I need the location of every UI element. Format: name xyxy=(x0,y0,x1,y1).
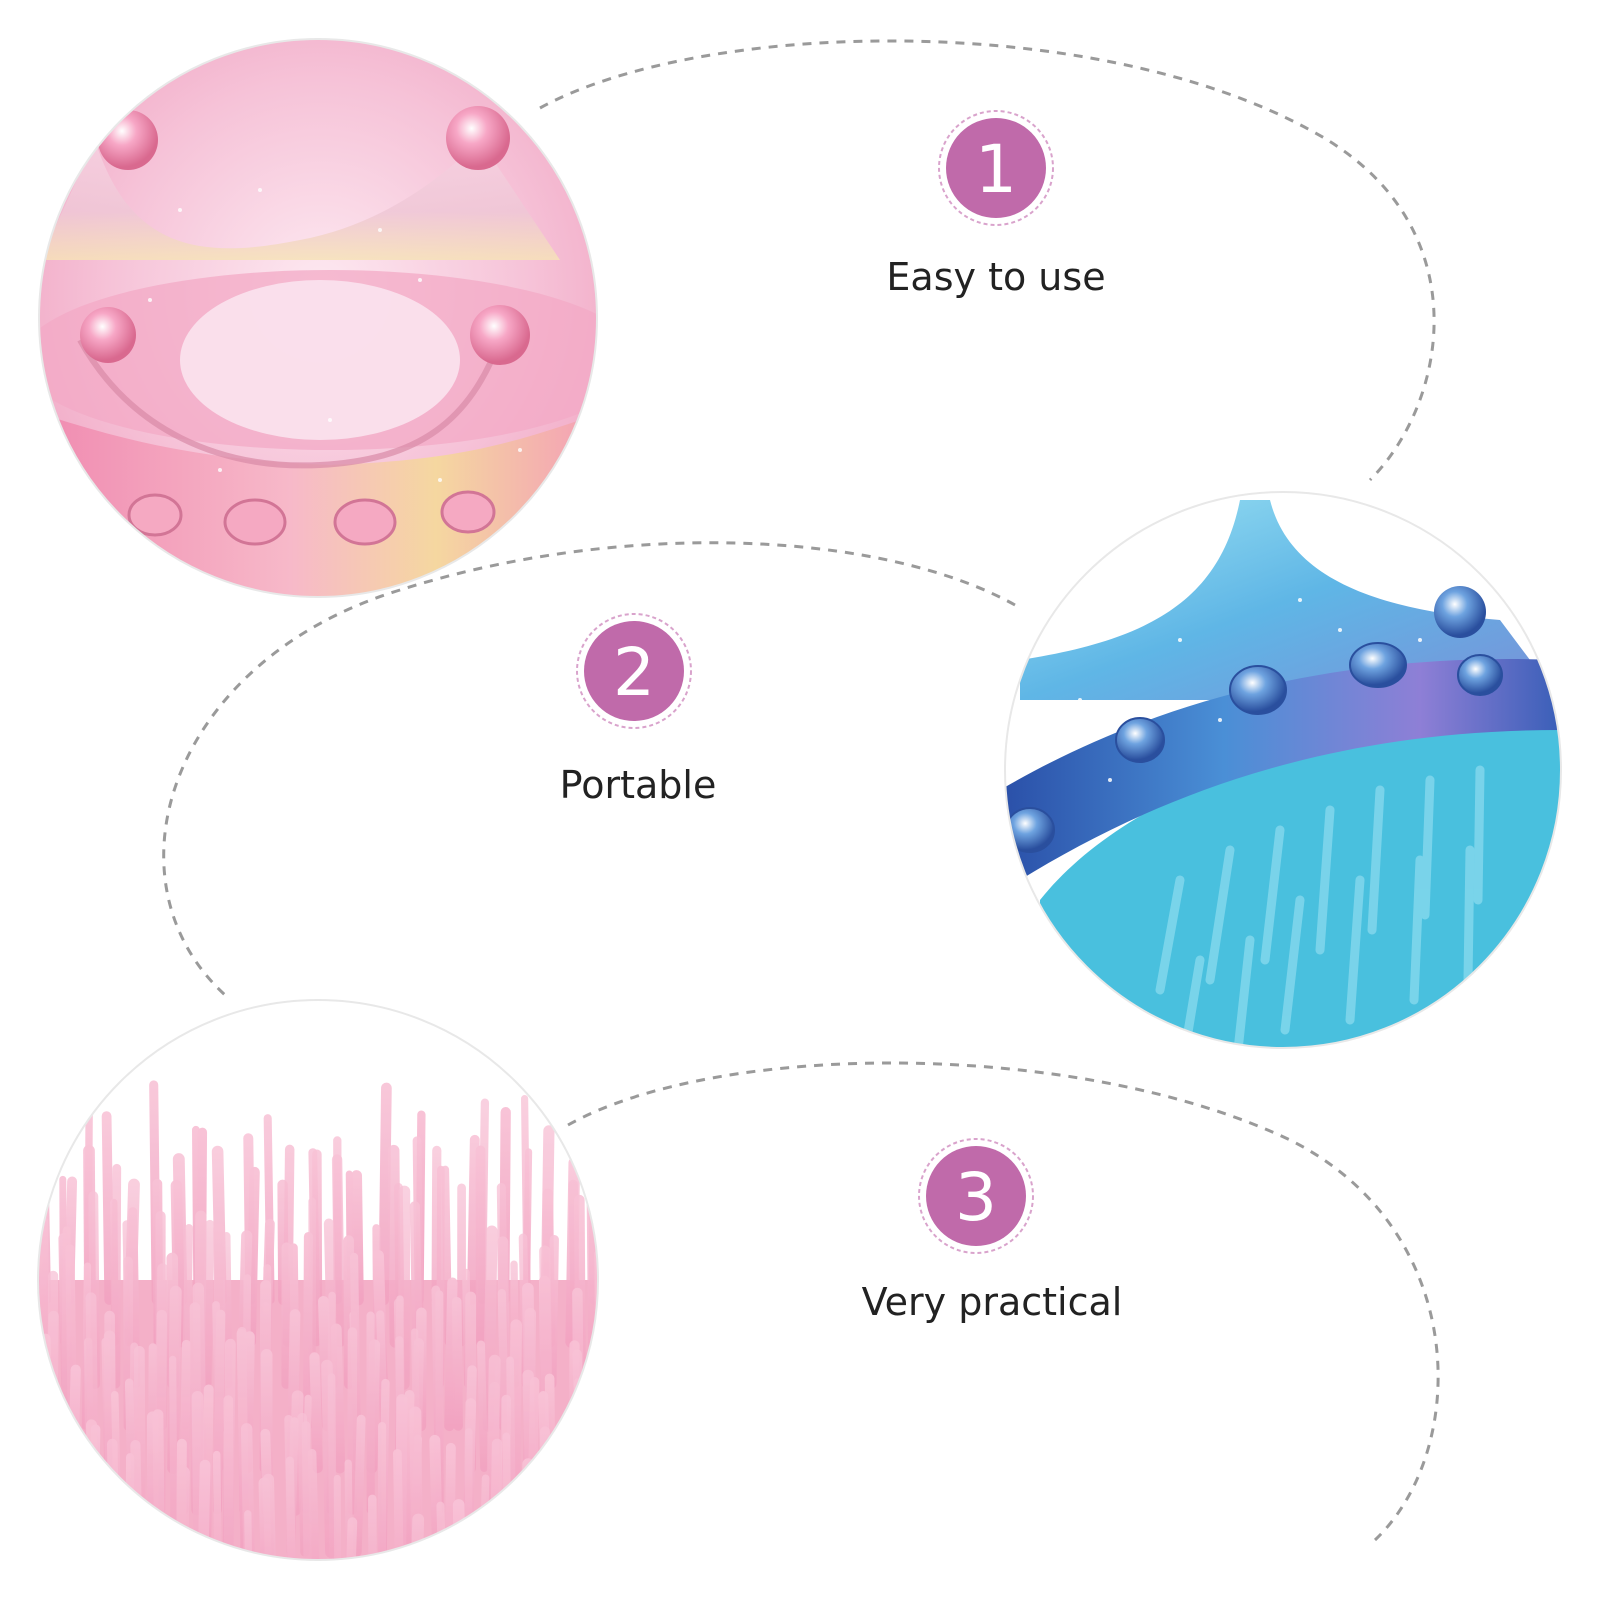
number-badge-3: 3 xyxy=(918,1138,1034,1254)
badge-number-1: 1 xyxy=(975,131,1017,208)
number-badge-2: 2 xyxy=(576,613,692,729)
dashed-loop-2 xyxy=(162,541,1016,997)
number-badge-1: 1 xyxy=(938,110,1054,226)
feature-item-1: 1 Easy to use xyxy=(886,110,1106,299)
photo-blue-crown-brush-bristles xyxy=(1004,491,1562,1049)
photo-pink-crown-brush-top xyxy=(38,38,598,598)
badge-number-3: 3 xyxy=(955,1159,997,1236)
dashed-loop-3 xyxy=(567,1061,1440,1542)
feature-item-2: 2 Portable xyxy=(560,613,717,807)
dashed-loop-1 xyxy=(539,39,1436,482)
feature-label-1: Easy to use xyxy=(886,255,1105,299)
feature-item-3: 3 Very practical xyxy=(862,1138,1123,1324)
feature-label-2: Portable xyxy=(560,763,717,807)
dashed-connector-lines xyxy=(162,39,1440,1542)
badge-number-2: 2 xyxy=(613,634,655,711)
photo-pink-brush-bristles xyxy=(37,999,599,1561)
feature-label-3: Very practical xyxy=(862,1280,1123,1324)
